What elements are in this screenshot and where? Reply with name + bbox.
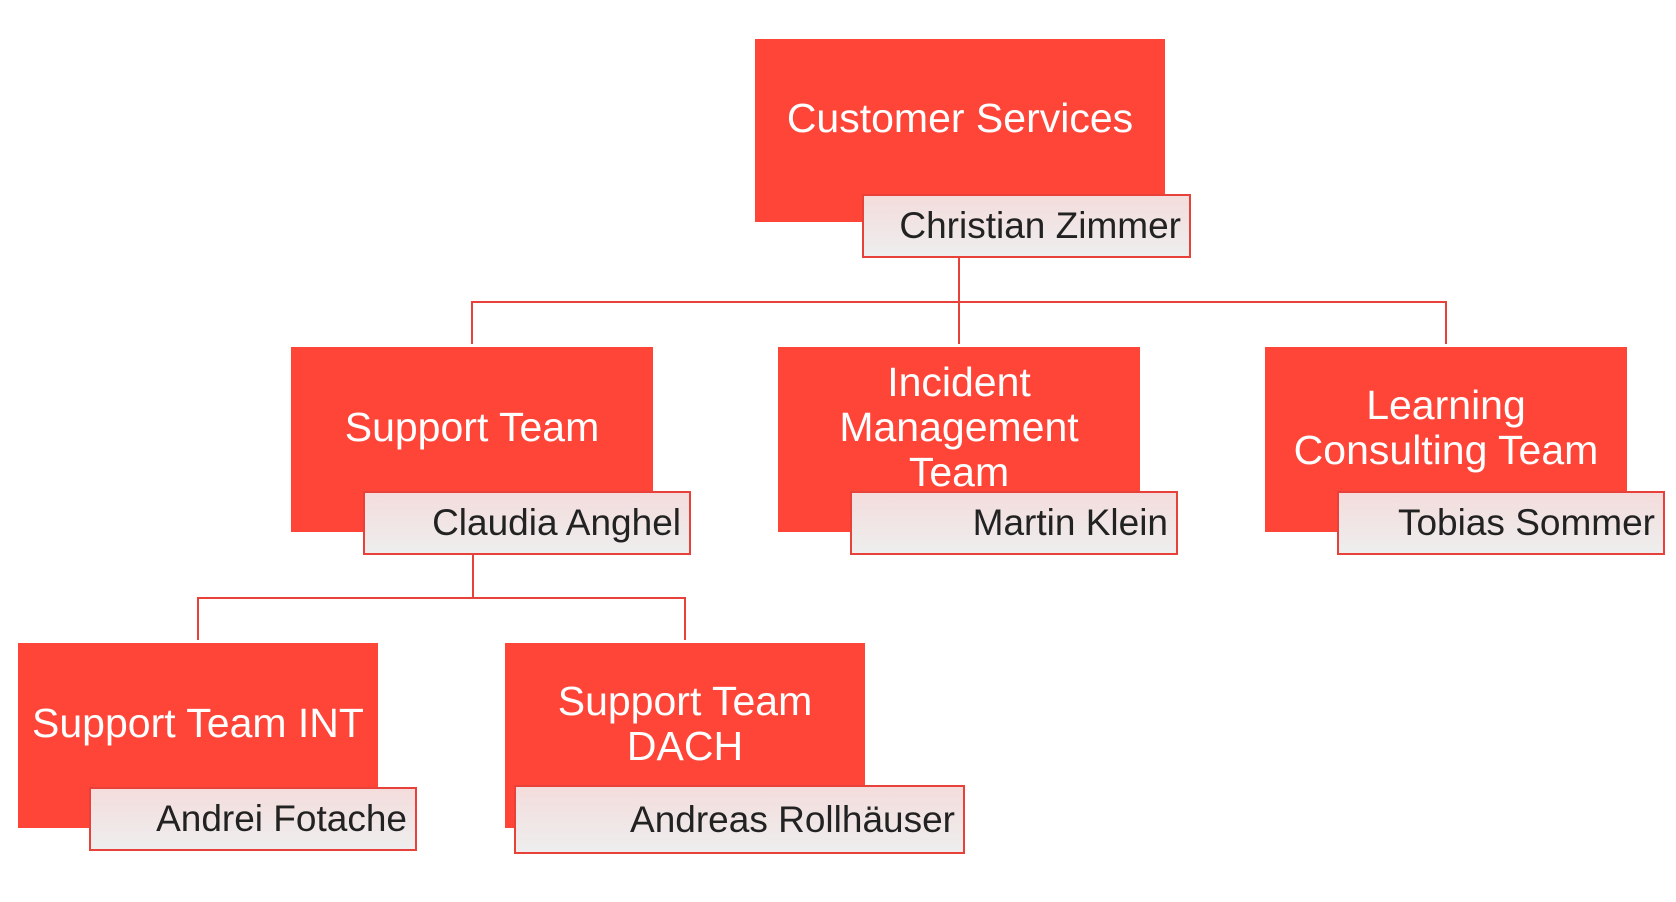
person-andrei-fotache: Andrei Fotache	[89, 787, 417, 851]
connector-support-to-level2	[197, 554, 686, 640]
person-tobias-sommer: Tobias Sommer	[1337, 491, 1665, 555]
person-martin-klein: Martin Klein	[850, 491, 1178, 555]
person-christian-zimmer: Christian Zimmer	[862, 194, 1191, 258]
node-title: Support Team DACH	[557, 677, 813, 769]
node-title: Support Team	[344, 404, 600, 450]
node-title: Support Team INT	[32, 700, 364, 746]
node-title: Incident Management Team	[839, 359, 1079, 495]
node-title: Learning Consulting Team	[1293, 381, 1599, 473]
person-andreas-rollhauser: Andreas Rollhäuser	[514, 785, 965, 854]
person-claudia-anghel: Claudia Anghel	[363, 491, 691, 555]
node-title: Customer Services	[786, 95, 1134, 141]
connector-root-to-level1	[471, 258, 1447, 344]
node-customer-services: Customer Services	[755, 39, 1165, 222]
